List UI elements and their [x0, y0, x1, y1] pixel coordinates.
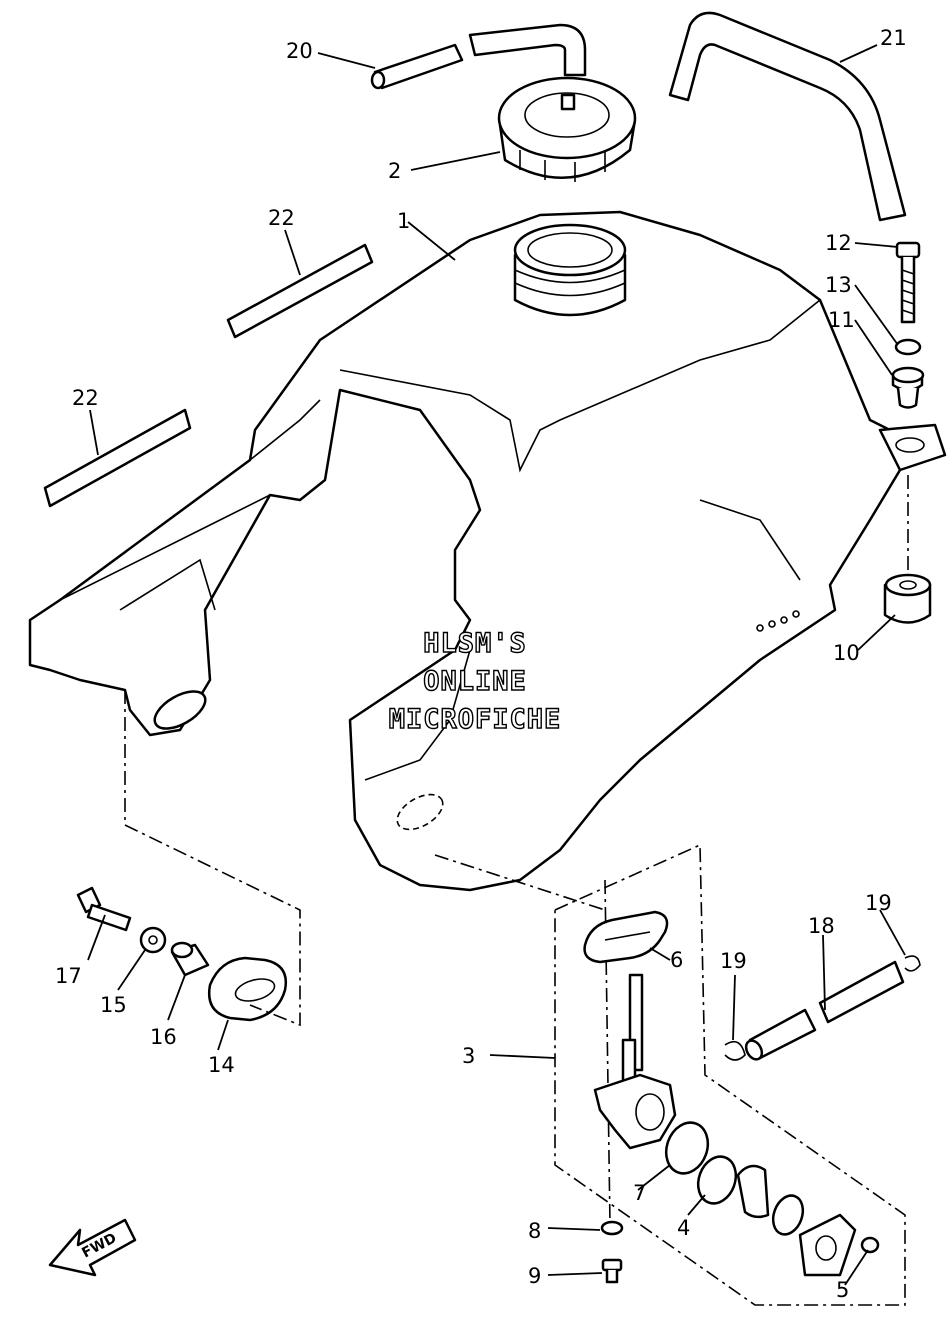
callout-22-b: 22	[72, 386, 99, 410]
callout-20: 20	[286, 39, 313, 63]
callout-22-a: 22	[268, 206, 295, 230]
callout-9: 9	[528, 1264, 541, 1288]
callout-18: 18	[808, 914, 835, 938]
mount-hardware-right	[883, 241, 932, 624]
watermark-line2: ONLINE	[423, 666, 527, 697]
fwd-arrow: FWD	[48, 1218, 137, 1277]
fuel-tank	[28, 210, 947, 892]
callout-4: 4	[677, 1216, 690, 1240]
callout-6: 6	[670, 948, 683, 972]
callout-17: 17	[55, 964, 82, 988]
callout-16: 16	[150, 1025, 177, 1049]
watermark: HLSM'S ONLINE MICROFICHE	[388, 627, 562, 735]
tank-band	[668, 11, 907, 222]
mount-hardware-left	[76, 690, 301, 1027]
callout-10: 10	[833, 641, 860, 665]
callout-19-b: 19	[865, 891, 892, 915]
callout-8: 8	[528, 1219, 541, 1243]
callout-19-a: 19	[720, 949, 747, 973]
watermark-line1: HLSM'S	[423, 628, 527, 659]
watermark-line3: MICROFICHE	[389, 704, 562, 735]
fuel-cap	[497, 76, 637, 182]
callout-7: 7	[633, 1181, 646, 1205]
fuel-cock-assembly	[434, 843, 921, 1306]
callout-14: 14	[208, 1053, 235, 1077]
callout-5: 5	[836, 1278, 849, 1302]
callout-1: 1	[397, 209, 410, 233]
callout-21: 21	[880, 26, 907, 50]
callout-11: 11	[828, 308, 855, 332]
callout-numbers: 1 2 3 4 5 6 7 8 9 10 11 12 13 14 15 16 1…	[55, 26, 907, 1302]
breather-hose	[370, 23, 587, 90]
callout-12: 12	[825, 231, 852, 255]
leader-lines	[87, 44, 906, 1286]
callout-13: 13	[825, 273, 852, 297]
callout-15: 15	[100, 993, 127, 1017]
callout-3: 3	[462, 1044, 475, 1068]
callout-2: 2	[388, 159, 401, 183]
damper-pads	[43, 243, 374, 508]
